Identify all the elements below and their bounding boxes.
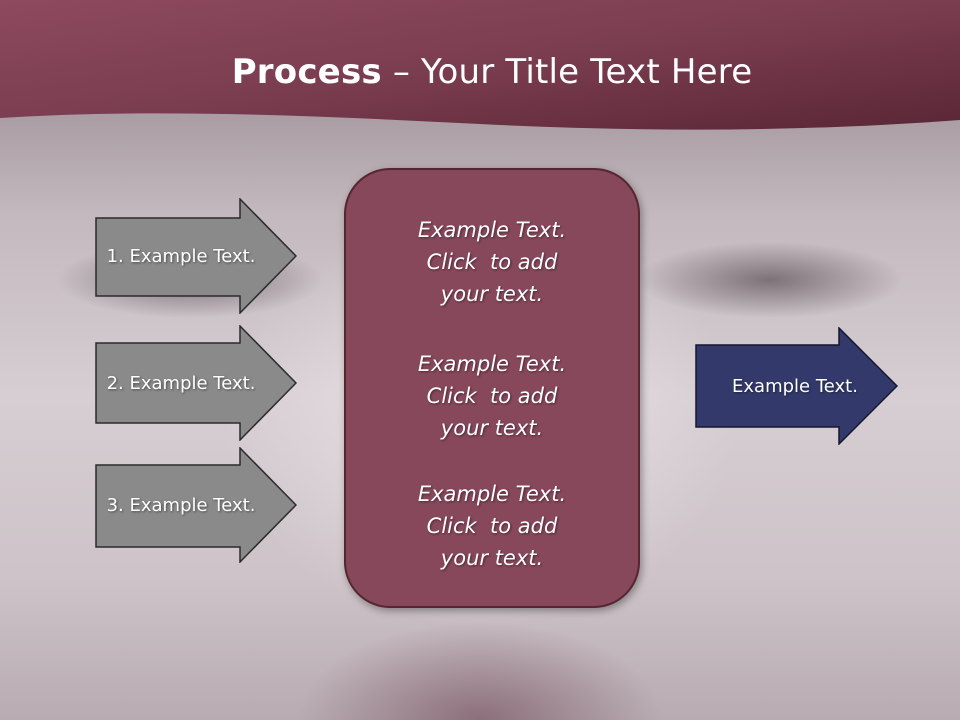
block-1-line-1: Example Text. xyxy=(417,218,567,242)
step-arrow-1[interactable]: 1. Example Text. xyxy=(95,198,297,314)
output-arrow[interactable]: Example Text. xyxy=(695,327,898,445)
center-text-box[interactable]: Example Text. Click to add your text. Ex… xyxy=(344,168,640,608)
step-arrow-2[interactable]: 2. Example Text. xyxy=(95,325,297,441)
block-2-line-3: your text. xyxy=(440,416,544,440)
block-2-line-1: Example Text. xyxy=(417,352,567,376)
center-text-block-2: Example Text. Click to add your text. xyxy=(346,348,638,444)
step-arrow-3[interactable]: 3. Example Text. xyxy=(95,447,297,563)
slide-title[interactable]: Process – Your Title Text Here xyxy=(0,52,960,92)
step-label-3: 3. Example Text. xyxy=(106,494,256,516)
center-text-block-1: Example Text. Click to add your text. xyxy=(346,214,638,310)
center-text-block-3: Example Text. Click to add your text. xyxy=(346,478,638,574)
block-3-line-3: your text. xyxy=(440,546,544,570)
step-label-2: 2. Example Text. xyxy=(106,372,256,394)
block-1-line-2: Click to add xyxy=(426,250,558,274)
step-label-1: 1. Example Text. xyxy=(106,245,256,267)
right-arrow-icon xyxy=(695,327,898,445)
header-band xyxy=(0,0,960,130)
block-2-line-2: Click to add xyxy=(426,384,558,408)
block-3-line-1: Example Text. xyxy=(417,482,567,506)
title-rest: – Your Title Text Here xyxy=(381,52,753,92)
block-3-line-2: Click to add xyxy=(426,514,558,538)
output-label: Example Text. xyxy=(732,375,858,397)
right-arrow-icon xyxy=(95,447,297,563)
right-arrow-icon xyxy=(95,325,297,441)
right-arrow-icon xyxy=(95,198,297,314)
block-1-line-3: your text. xyxy=(440,282,544,306)
title-bold: Process xyxy=(231,52,382,92)
